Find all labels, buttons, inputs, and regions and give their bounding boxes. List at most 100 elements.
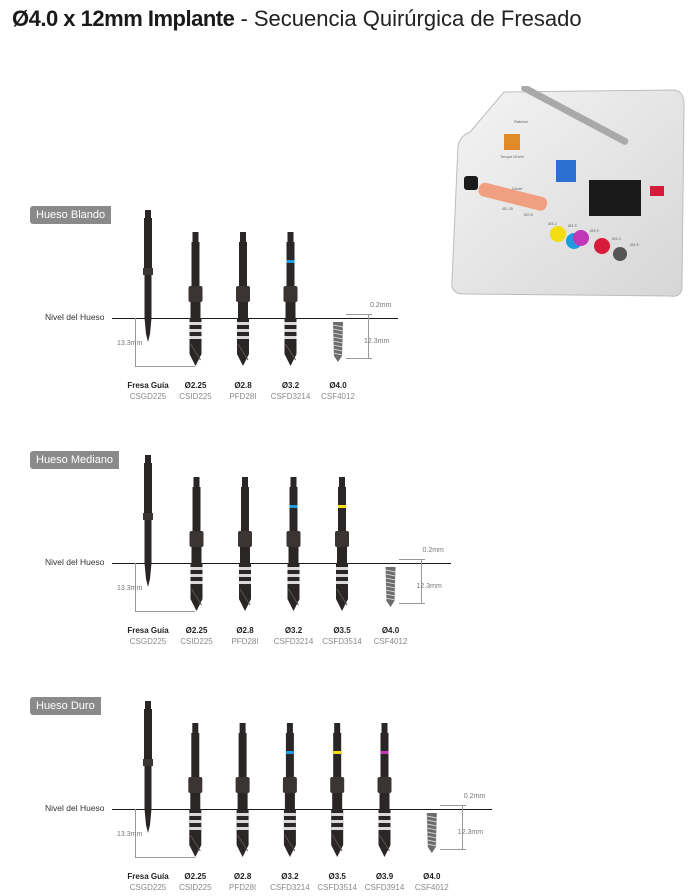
tool-code: PFD28I	[229, 392, 257, 401]
flute-line	[379, 834, 390, 852]
tool-code: CSGD225	[129, 637, 167, 646]
drill-tip	[144, 563, 152, 587]
depth-mark	[190, 574, 203, 577]
drill-neck	[144, 275, 152, 318]
drill-neck	[144, 520, 152, 563]
depth-mark	[336, 574, 348, 577]
drill-shank	[191, 242, 200, 286]
tool-diameter: Ø3.2	[284, 626, 303, 635]
flute-line	[239, 588, 251, 606]
drill-stop-collar	[235, 777, 250, 793]
tool-diameter: Ø3.5	[328, 872, 346, 881]
implant-thread	[332, 340, 344, 344]
implant-thread	[332, 332, 344, 336]
bone-level-label: Nivel del Hueso	[45, 557, 105, 567]
implant-thread	[385, 581, 396, 585]
depth-mark	[189, 820, 202, 823]
drill-shank	[241, 487, 249, 531]
surgical-kit-tray-image: Ratchet Torque Driver Driver Ø2.25 Ø2.8 …	[444, 84, 689, 300]
depth-mark	[331, 813, 344, 816]
drill-shank-tip	[287, 232, 294, 242]
depth-mark	[284, 322, 297, 325]
bone-level-line	[112, 318, 398, 319]
implant-thread	[426, 839, 437, 843]
drill-tip	[144, 318, 152, 342]
depth-mark	[239, 581, 251, 584]
implant-figure	[332, 322, 344, 362]
drill-neck	[190, 793, 201, 809]
kit-label-0: Ratchet	[514, 119, 529, 124]
section-label: Hueso Mediano	[30, 451, 120, 469]
tool-code: CSFD3214	[270, 392, 311, 401]
depth-mark	[236, 813, 249, 816]
depth-mark	[189, 329, 202, 332]
drill-shank-tip	[240, 232, 246, 242]
drill-shank-tip	[290, 477, 297, 487]
drill-shank	[286, 242, 295, 286]
drill-shank-tip	[145, 210, 151, 218]
bone-level-label: Nivel del Hueso	[45, 803, 105, 813]
drill-shank	[144, 218, 152, 274]
implant-thread	[332, 324, 344, 328]
drill-neck	[337, 547, 347, 563]
drill-shank-tip	[145, 455, 151, 463]
page-title: Ø4.0 x 12mm Implante - Secuencia Quirúrg…	[12, 6, 582, 32]
drill-figure	[236, 232, 250, 366]
flute-line	[284, 834, 296, 852]
kit-label-2: Driver	[512, 186, 523, 191]
flute-line	[189, 834, 201, 852]
flute-line	[285, 343, 296, 361]
drill-shank	[380, 733, 389, 777]
tool-code: PFD28I	[229, 883, 257, 892]
tool-diameter: Ø3.9	[375, 872, 394, 881]
tool-code: CSGD225	[129, 392, 167, 401]
depth-mark	[189, 813, 202, 816]
depth-mark	[189, 827, 202, 830]
drill-shank-tip	[381, 723, 388, 733]
depth-mark	[378, 813, 391, 816]
implant-thread	[426, 843, 437, 847]
flute-line	[336, 588, 348, 606]
depth-baseline	[135, 366, 195, 367]
tool-code: CSGD225	[129, 883, 167, 892]
tool-code: CSFD3514	[317, 883, 357, 892]
tool-code: CSF4012	[414, 883, 449, 892]
drill-figure	[235, 723, 250, 857]
implant-figure	[426, 813, 437, 853]
kit-label-9: Ø4.5	[630, 242, 639, 247]
flute-line	[288, 588, 299, 606]
depth-label: 13.3mm	[117, 340, 143, 347]
depth-mark	[283, 813, 296, 816]
drill-shank	[238, 733, 247, 777]
implant-thread	[332, 328, 344, 332]
drill-stop-collar	[286, 531, 301, 547]
flute-line	[190, 343, 201, 361]
implant-length-line	[461, 805, 463, 849]
flute-line	[237, 343, 249, 361]
drill-color-ring	[286, 260, 295, 263]
drill-collar	[143, 268, 153, 275]
kit-label-8: Ø4.0	[612, 236, 621, 241]
drill-neck	[240, 547, 250, 563]
drill-shank-tip	[145, 701, 151, 709]
implant-length-line	[420, 559, 422, 603]
implant-figure	[385, 567, 396, 607]
drill-shank	[285, 733, 294, 777]
drill-figure	[286, 477, 301, 611]
implant-thread	[385, 597, 396, 601]
tool-diameter: Ø4.0	[423, 872, 441, 881]
section-label: Hueso Blando	[30, 206, 112, 224]
depth-mark	[331, 827, 344, 830]
